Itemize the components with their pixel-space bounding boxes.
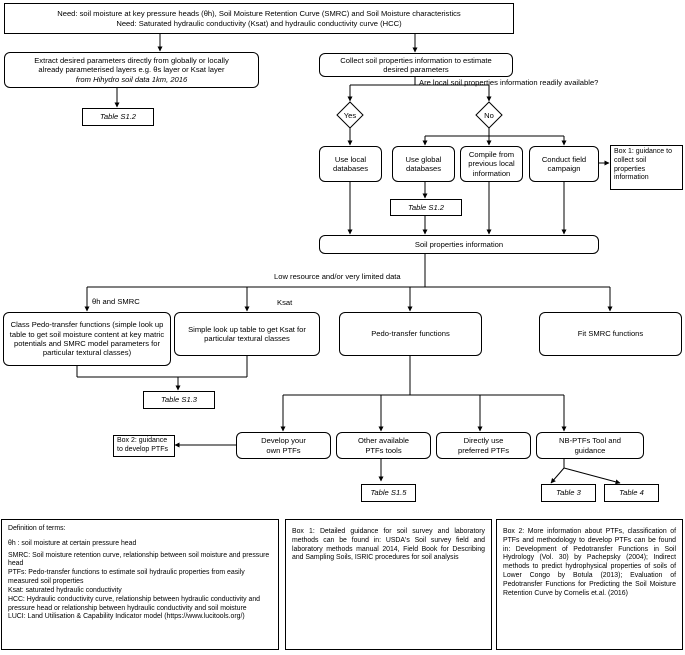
ksat-label: Ksat xyxy=(277,298,293,307)
definition-ksat: Ksat: saturated hydraulic conductivity xyxy=(8,586,122,594)
table-s1-5: Table S1.5 xyxy=(361,484,416,502)
extract-line-1: Extract desired parameters directly from… xyxy=(34,55,229,65)
class-ptf-box: Class Pedo-transfer functions (simple lo… xyxy=(3,312,171,366)
definition-hcc: HCC: Hydraulic conductivity curve, relat… xyxy=(8,595,261,612)
table-s1-2-middle: Table S1.2 xyxy=(390,199,462,216)
definition-ptfs: PTFs: Pedo-transfer functions to estimat… xyxy=(8,569,245,586)
needs-line-2: Need: Saturated hydraulic conductivity (… xyxy=(116,18,402,28)
definitions-panel: Definition of terms: θh : soil moisture … xyxy=(1,519,279,650)
table-3: Table 3 xyxy=(541,484,596,502)
needs-line-1: Need: soil moisture at key pressure head… xyxy=(57,9,461,19)
yes-label: Yes xyxy=(343,110,357,120)
definition-luci: LUCI: Land Utilisation & Capability Indi… xyxy=(8,613,245,621)
box2-guidance-side: Box 2: guidance to develop PTFs xyxy=(113,435,175,457)
definitions-title: Definition of terms: xyxy=(8,525,66,532)
box1-guidance-side: Box 1: guidance to collect soil properti… xyxy=(610,145,683,190)
yes-diamond-shape xyxy=(336,101,364,129)
top-needs-box: Need: soil moisture at key pressure head… xyxy=(4,3,514,34)
box1-detail-panel: Box 1: Detailed guidance for soil survey… xyxy=(285,519,492,650)
collect-line-2: desired parameters xyxy=(383,65,449,74)
other-ptfs-tools-box: Other available PTFs tools xyxy=(336,432,431,459)
box2-detail-text: Box 2: More information about PTFs, clas… xyxy=(503,528,676,597)
table-s1-2-top: Table S1.2 xyxy=(82,108,154,126)
no-diamond-shape xyxy=(475,101,503,129)
table-s1-3: Table S1.3 xyxy=(143,391,215,409)
extract-parameters-box: Extract desired parameters directly from… xyxy=(4,52,259,88)
directly-use-ptfs-box: Directly use preferred PTFs xyxy=(436,432,531,459)
theta-smrc-label: θh and SMRC xyxy=(92,297,140,306)
definition-theta: θh : soil moisture at certain pressure h… xyxy=(8,539,137,547)
collect-soil-properties-box: Collect soil properties information to e… xyxy=(319,53,513,77)
collect-line-1: Collect soil properties information to e… xyxy=(340,55,492,65)
use-global-databases-box: Use global databases xyxy=(392,146,455,182)
soil-properties-information-box: Soil properties information xyxy=(319,235,599,254)
simple-lookup-ksat-box: Simple look up table to get Ksat for par… xyxy=(174,312,320,356)
definition-smrc: SMRC: Soil moisture retention curve, rel… xyxy=(8,551,270,568)
low-resource-label: Low resource and/or very limited data xyxy=(274,272,401,281)
develop-own-ptfs-box: Develop your own PTFs xyxy=(236,432,331,459)
availability-question: Are local soil properties information re… xyxy=(419,78,599,87)
pedo-transfer-functions-box: Pedo-transfer functions xyxy=(339,312,482,356)
fit-smrc-functions-box: Fit SMRC functions xyxy=(539,312,682,356)
box1-detail-text: Box 1: Detailed guidance for soil survey… xyxy=(292,528,485,562)
extract-line-3: from Hihydro soil data 1km, 2016 xyxy=(75,74,188,84)
use-local-databases-box: Use local databases xyxy=(319,146,382,182)
box2-detail-panel: Box 2: More information about PTFs, clas… xyxy=(496,519,683,650)
extract-line-2: already parameterised layers e.g. θs lay… xyxy=(38,65,225,75)
no-label: No xyxy=(484,110,494,120)
table-4: Table 4 xyxy=(604,484,659,502)
nb-ptfs-tool-box: NB-PTFs Tool and guidance xyxy=(536,432,644,459)
conduct-field-campaign-box: Conduct field campaign xyxy=(529,146,599,182)
compile-local-information-box: Compile from previous local information xyxy=(460,146,523,182)
